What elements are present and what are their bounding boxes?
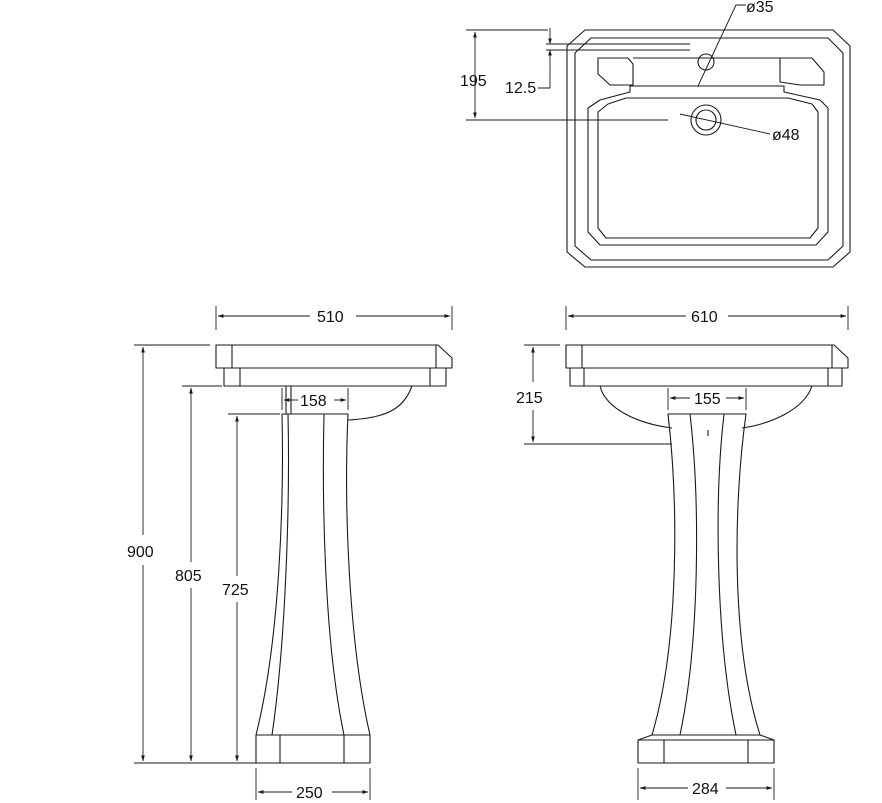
side-basin-lip: [223, 367, 447, 387]
overall-height-label: 900: [127, 544, 154, 561]
side-pedestal-facet-2: [271, 413, 290, 736]
waste-hole-leader: [679, 113, 771, 135]
basin-bowl-inner: [597, 97, 819, 239]
pedestal-height-label: 725: [222, 582, 249, 599]
deck-left-pad: [597, 57, 634, 86]
front-pedestal-facet: [679, 413, 698, 736]
tap-hole-leader: [697, 4, 746, 87]
front-bowl-underside: [599, 385, 813, 429]
deck-right-pad: [779, 57, 825, 86]
side-pedestal: [255, 413, 371, 764]
front-pedestal-facet-2: [717, 413, 737, 736]
pedestal-top-width-label: 158: [300, 393, 327, 410]
waste-hole-outer: [690, 104, 722, 136]
basin-bowl-outline: [587, 85, 829, 246]
waste-hole-diameter-label: ø48: [772, 127, 800, 144]
depth-to-waste-label: 195: [460, 73, 487, 90]
side-basin-slab: [215, 344, 453, 369]
basin-depth-label: 510: [317, 309, 344, 326]
front-view: 610 155 215 284: [516, 306, 849, 800]
basin-rim-outline: [574, 37, 844, 261]
front-basin-lip: [569, 367, 843, 387]
front-basin-slab: [565, 344, 849, 369]
tap-hole-diameter-label: ø35: [746, 0, 774, 16]
side-bowl-underside: [347, 385, 413, 421]
front-pedestal: [637, 413, 775, 764]
front-pedestal-base-width-label: 284: [692, 781, 719, 798]
waste-hole-inner: [695, 109, 717, 131]
rim-offset-label: 12.5: [505, 80, 536, 97]
rim-to-floor-label: 805: [175, 568, 202, 585]
front-pedestal-top-width-label: 155: [694, 391, 721, 408]
basin-height-label: 215: [516, 390, 543, 407]
top-view: ø35 ø48 195 12.5: [460, 0, 851, 268]
side-view: 510 158 900 805: [127, 306, 453, 802]
basin-outer-outline: [566, 29, 851, 268]
rim-dimension-leader: [538, 68, 551, 89]
pedestal-base-width-label: 250: [296, 785, 323, 802]
side-pedestal-facet: [322, 413, 345, 736]
basin-width-label: 610: [691, 309, 718, 326]
